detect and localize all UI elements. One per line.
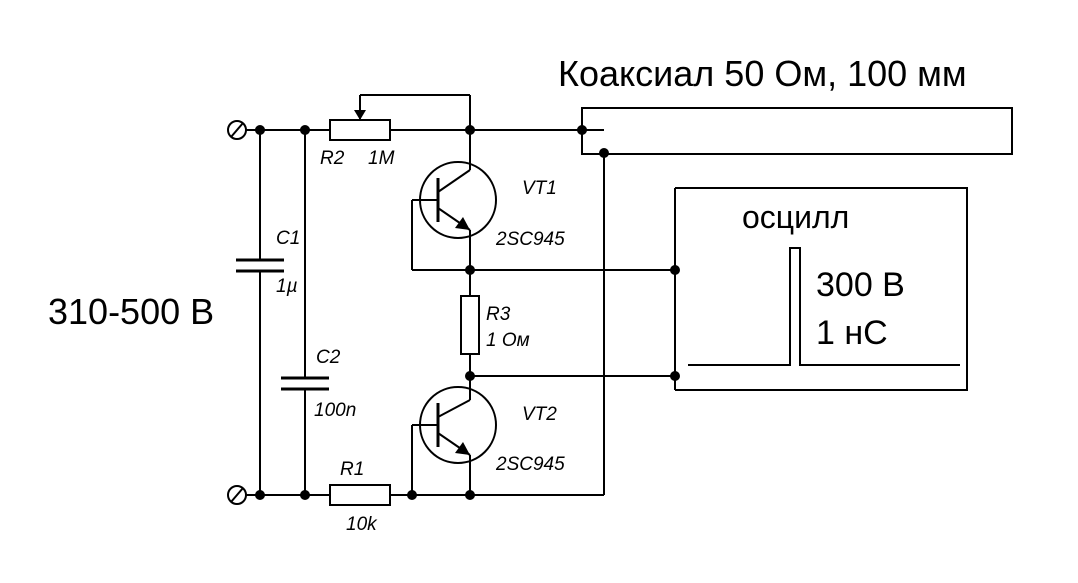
resistor-r1 — [329, 484, 391, 506]
r3-value-label: 1 Ом — [486, 330, 530, 351]
junction-dot — [577, 125, 587, 135]
c1-name-label: C1 — [276, 228, 300, 249]
junction-dot — [465, 371, 475, 381]
r1-name-label: R1 — [340, 459, 364, 480]
junction-dot — [670, 371, 680, 381]
oscilloscope — [470, 187, 968, 391]
capacitor-c2 — [281, 130, 329, 495]
r2-value-label: 1M — [368, 148, 395, 169]
junction-dot — [670, 265, 680, 275]
scope-amplitude-label: 300 В — [816, 266, 905, 304]
c2-name-label: C2 — [316, 347, 341, 368]
potentiometer-r2 — [329, 94, 471, 141]
c2-value-label: 100n — [314, 400, 356, 421]
transistor-vt2 — [411, 376, 497, 495]
supply-voltage-label: 310-500 В — [48, 291, 214, 332]
transistor-vt1 — [411, 130, 497, 271]
junction-dots — [255, 125, 680, 500]
junction-dot — [300, 490, 310, 500]
oscilloscope-pulse-trace — [688, 247, 960, 366]
resistor-r3 — [460, 270, 480, 376]
c1-value-label: 1µ — [276, 276, 298, 297]
r2-name-label: R2 — [320, 148, 345, 169]
capacitor-c1 — [236, 130, 284, 495]
scope-duration-label: 1 нС — [816, 314, 888, 352]
vt1-part-label: 2SC945 — [495, 229, 565, 250]
junction-dot — [465, 490, 475, 500]
vt2-name-label: VT2 — [522, 404, 557, 425]
vt1-name-label: VT1 — [522, 178, 557, 199]
junction-dot — [599, 148, 609, 158]
r1-value-label: 10k — [346, 514, 378, 535]
scope-title-label: осцилл — [742, 199, 849, 235]
junction-dot — [465, 125, 475, 135]
input-terminal-bottom — [227, 485, 247, 505]
coax-label: Коаксиал 50 Ом, 100 мм — [558, 53, 967, 94]
junction-dot — [255, 490, 265, 500]
junction-dot — [465, 265, 475, 275]
junction-dot — [407, 490, 417, 500]
coaxial-cable — [581, 107, 1013, 155]
junction-dot — [255, 125, 265, 135]
junction-dot — [300, 125, 310, 135]
input-terminal-top — [227, 120, 247, 140]
vt2-part-label: 2SC945 — [495, 454, 565, 475]
r3-name-label: R3 — [486, 304, 511, 325]
